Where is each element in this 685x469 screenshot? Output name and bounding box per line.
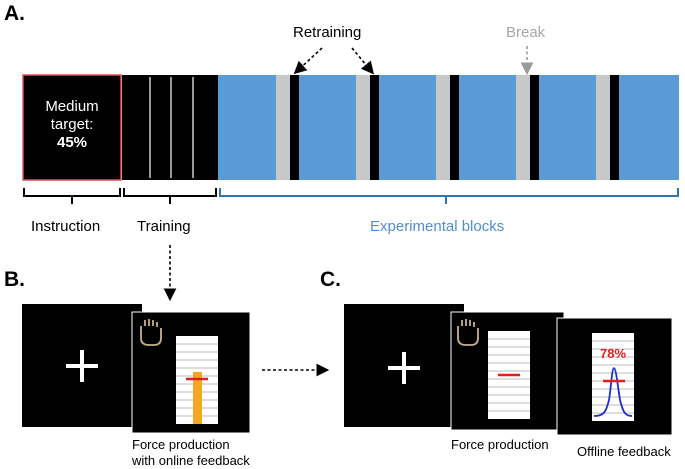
instruction-target-value: 45% [56,134,88,151]
instruction-block [22,74,122,181]
panel-label-a: A. [4,2,25,25]
training-bracket [123,188,217,204]
c-force-curve [593,367,633,417]
instruction-line-2: target: [50,116,94,133]
retraining-label: Retraining [293,24,362,41]
experimental-bracket [219,188,679,204]
instruction-text: Medium target: 45% [23,98,121,152]
b-caption-line-2: with online feedback [132,453,250,468]
c-scale-lines [488,338,530,412]
c-offline-caption: Offline feedback [577,444,671,459]
break-bars [276,75,610,180]
c-force-caption: Force production [451,437,549,452]
b-fixation-cross [66,350,98,382]
retraining-arrow-right [351,47,375,75]
break-label: Break [506,24,546,41]
instruction-bracket [23,188,121,204]
c-offline-scale-lines [592,340,634,414]
c-offline-scale [592,333,634,421]
b-hand-icon [140,319,162,346]
panel-label-b: B. [4,268,25,291]
b-caption-line-1: Force production [132,437,230,452]
training-trial-lines [149,77,194,178]
instruction-bracket-label: Instruction [31,218,101,235]
experimental-bracket-label: Experimental blocks [370,218,505,235]
c-feedback-value: 78% [599,346,627,361]
panel-label-c: C. [320,268,341,291]
c-hand-icon [457,319,479,346]
retraining-arrow-left [293,47,323,75]
training-bracket-label: Training [137,218,191,235]
instruction-line-1: Medium [45,98,99,115]
retraining-bars [290,75,619,180]
b-force-bar [193,372,202,424]
c-fixation-cross [388,352,420,384]
b-caption: Force production with online feedback [132,437,250,469]
